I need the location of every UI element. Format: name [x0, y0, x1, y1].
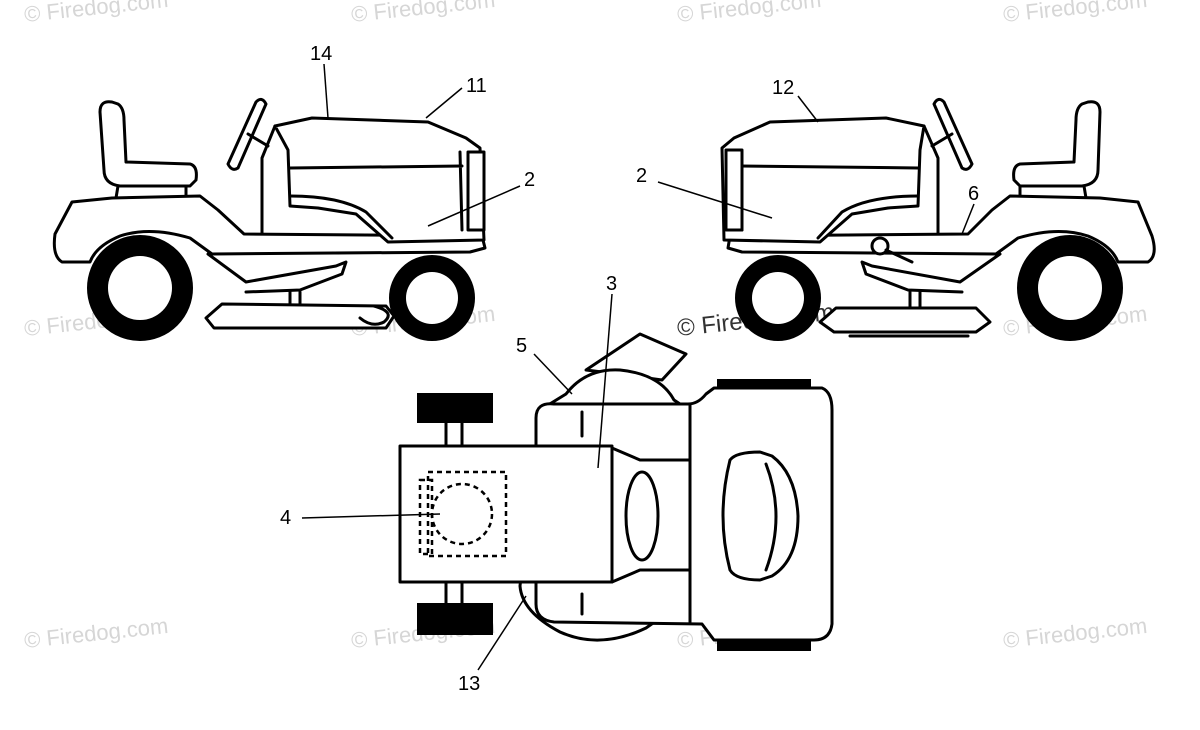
watermark: © Firedog.com: [350, 0, 496, 27]
mower-deck: [818, 306, 992, 334]
lever-knob: [870, 236, 890, 256]
callout-4: 4: [280, 507, 291, 529]
front-wheel: [417, 603, 493, 635]
callout-13: 13: [458, 673, 480, 695]
callout-12: 12: [772, 77, 794, 99]
callout-14: 14: [310, 43, 332, 65]
rear-fender: [726, 194, 1156, 264]
seat: [1012, 100, 1102, 188]
steering-wheel: [226, 97, 270, 171]
callout-2-right: 2: [636, 165, 647, 187]
callouts: 14 11 2 12 2 6 3 5 4 13: [280, 43, 979, 695]
steering-wheel: [930, 97, 974, 171]
callout-11: 11: [466, 75, 487, 97]
callout-2-left: 2: [524, 169, 535, 191]
rear-fender: [52, 194, 487, 264]
watermark: © Firedog.com: [1002, 0, 1148, 27]
watermark: © Firedog.com: [1002, 613, 1148, 653]
seat-top: [721, 450, 800, 582]
callout-6: 6: [968, 183, 979, 205]
tractor-right-side-view: [720, 97, 1156, 341]
callout-5: 5: [516, 335, 527, 357]
watermark: © Firedog.com: [23, 0, 169, 27]
front-wheel: [417, 393, 493, 423]
seat: [98, 100, 198, 188]
watermark: © Firedog.com: [676, 0, 822, 27]
watermark: © Firedog.com: [23, 613, 169, 653]
hood: [720, 116, 926, 244]
tractor-left-side-view: [52, 97, 487, 341]
steering-wheel-top: [624, 470, 660, 562]
mower-deck: [204, 302, 396, 330]
callout-3: 3: [606, 273, 617, 295]
tractor-top-view: [398, 332, 834, 651]
